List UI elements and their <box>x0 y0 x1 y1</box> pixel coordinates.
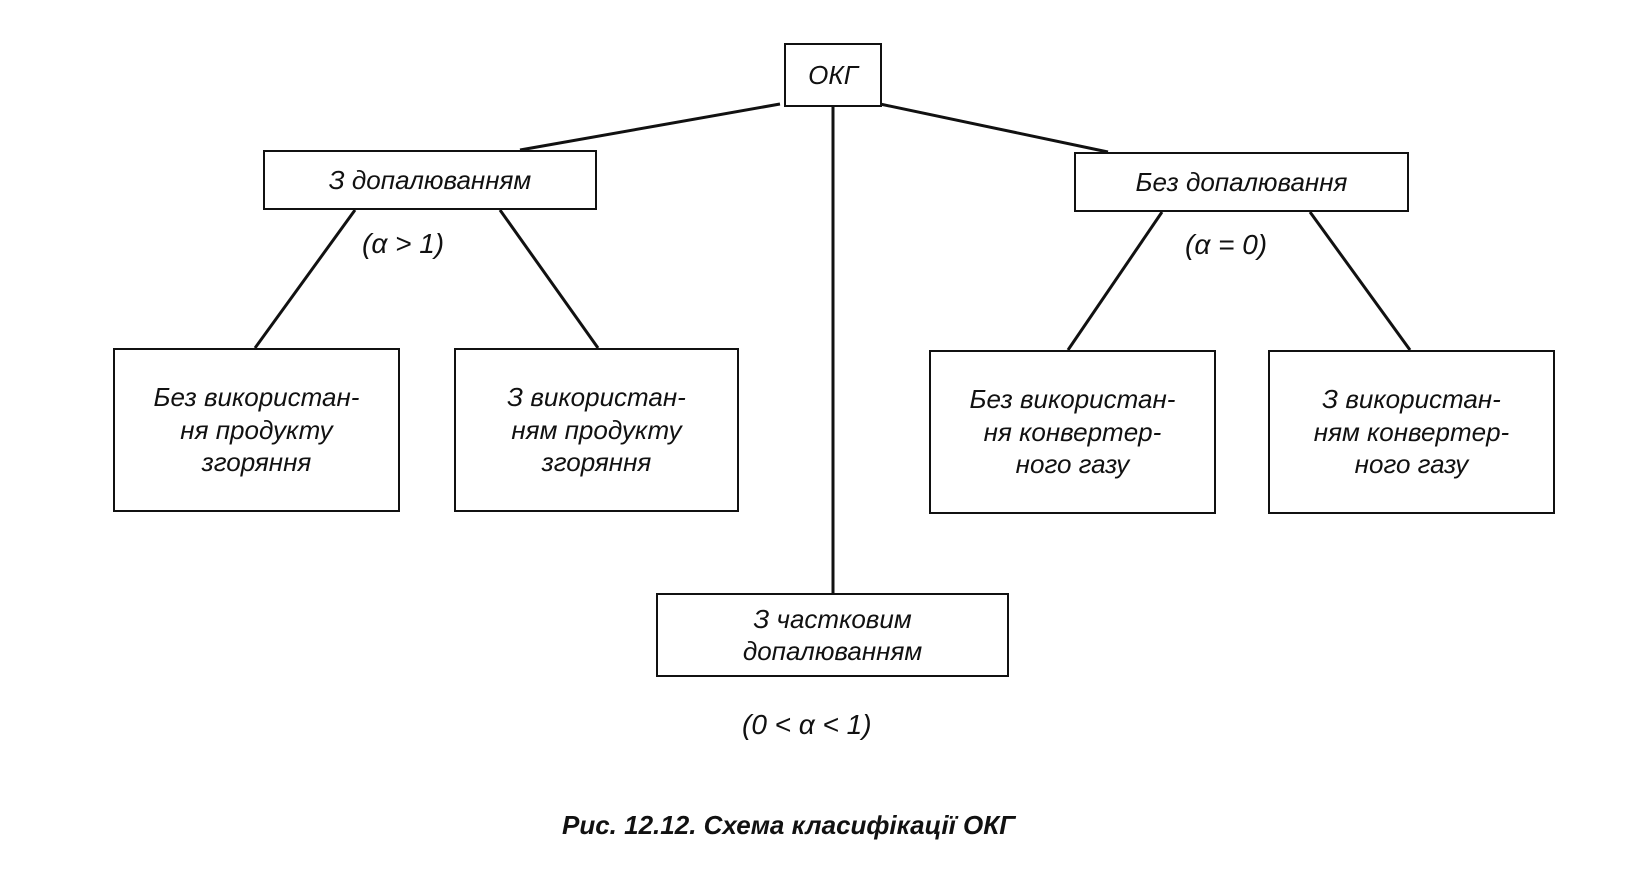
condition-alpha-equals-zero: (α = 0) <box>1185 229 1268 260</box>
leaf-node-line: Без використан- <box>153 382 360 413</box>
branch-node-with-afterburning: З допалюванням <box>263 150 597 210</box>
leaf-node-line: ня продукту <box>180 414 333 445</box>
leaf-node-line: згоряння <box>541 447 652 478</box>
leaf-node-without-converter-gas: Без використан- ня конвертер- ного газу <box>929 350 1216 514</box>
root-node-label: ОКГ <box>808 59 858 90</box>
root-node-okg: ОКГ <box>784 43 882 107</box>
leaf-node-with-converter-gas: З використан- ням конвертер- ного газу <box>1268 350 1555 514</box>
leaf-node-line: ням конвертер- <box>1313 416 1510 447</box>
leaf-node-line: ного газу <box>1015 449 1130 480</box>
connector-root-right <box>879 102 1109 154</box>
branch-node-label: З допалюванням <box>328 164 532 195</box>
leaf-node-line: згоряння <box>201 447 312 478</box>
connector-right-to-right-child <box>1308 211 1412 351</box>
connector-left-to-left-child <box>253 209 357 349</box>
branch-node-line: допалюванням <box>742 636 923 666</box>
leaf-node-line: ня конвертер- <box>983 416 1162 447</box>
figure-caption: Рис. 12.12. Схема класифікації ОКГ <box>562 810 1016 840</box>
leaf-node-line: З використан- <box>507 382 686 413</box>
leaf-node-with-combustion-products: З використан- ням продукту згоряння <box>454 348 739 512</box>
leaf-node-line: ного газу <box>1354 449 1469 480</box>
connector-root-left <box>519 102 781 152</box>
branch-node-line: З частковим <box>753 603 912 634</box>
leaf-node-line: Без використан- <box>969 384 1176 415</box>
branch-node-without-afterburning: Без допалювання <box>1074 152 1409 212</box>
branch-node-label: Без допалювання <box>1135 166 1348 197</box>
branch-node-partial-afterburning: З частковим допалюванням <box>656 593 1009 677</box>
connector-right-to-left-child <box>1066 211 1164 351</box>
condition-alpha-between-zero-and-one: (0 < α < 1) <box>742 709 872 740</box>
leaf-node-without-combustion-products: Без використан- ня продукту згоряння <box>113 348 400 512</box>
connector-left-to-right-child <box>498 209 600 349</box>
leaf-node-line: ням продукту <box>511 414 682 445</box>
condition-alpha-greater-than-one: (α > 1) <box>362 228 445 259</box>
leaf-node-line: З використан- <box>1322 384 1501 415</box>
